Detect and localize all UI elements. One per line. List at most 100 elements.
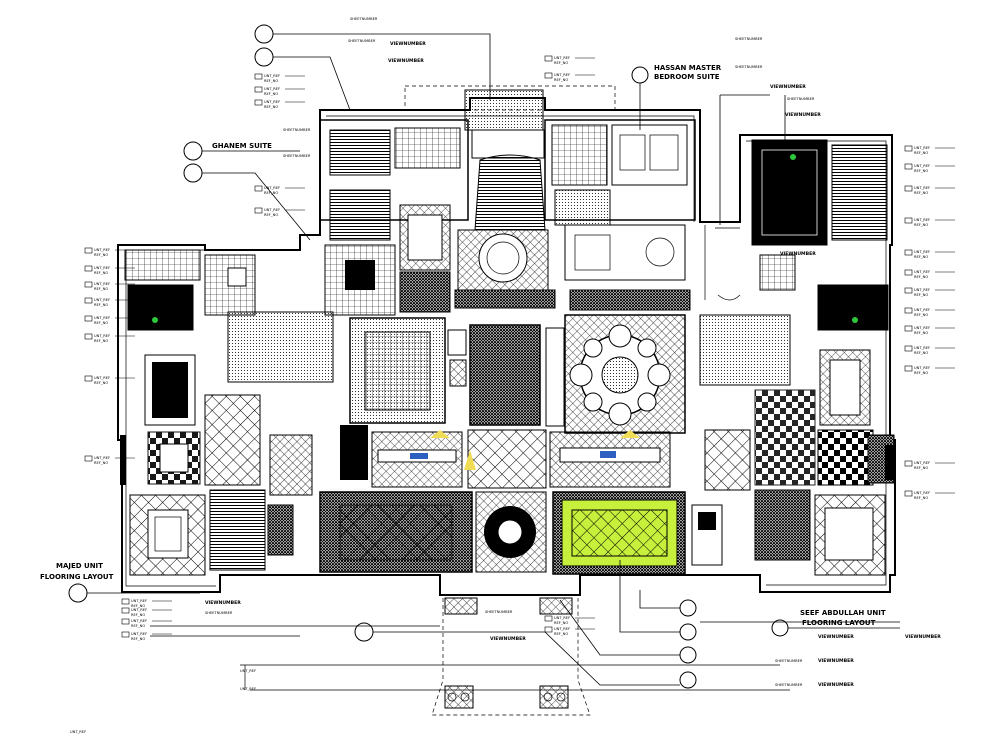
- section-bubble: [68, 583, 88, 603]
- svg-text:REF_NO: REF_NO: [914, 255, 928, 259]
- tag-stack-left-top: UNT_REFREF_NOUNT_REFREF_NOUNT_REFREF_NOU…: [84, 55, 955, 641]
- majed-unit-title: MAJED UNIT: [56, 562, 103, 570]
- majed-unit-subtitle: FLOORING LAYOUT: [40, 573, 114, 581]
- svg-text:REF_NO: REF_NO: [131, 624, 145, 628]
- svg-text:UNT_REF: UNT_REF: [914, 461, 930, 465]
- entrance-hall: [454, 89, 556, 309]
- svg-text:UNT_REF: UNT_REF: [131, 632, 147, 636]
- view-number-label: VIEWNUMBER: [785, 112, 821, 118]
- section-bubble: [679, 599, 697, 617]
- svg-text:UNT_REF: UNT_REF: [914, 288, 930, 292]
- section-bubbles: [68, 24, 900, 689]
- central-core: [319, 314, 686, 575]
- svg-text:UNT_REF: UNT_REF: [94, 316, 110, 320]
- svg-text:UNT_REF: UNT_REF: [914, 186, 930, 190]
- view-number-label: VIEWNUMBER: [205, 600, 241, 606]
- svg-text:REF_NO: REF_NO: [914, 313, 928, 317]
- svg-text:UNT_REF: UNT_REF: [914, 326, 930, 330]
- svg-text:UNT_REF: UNT_REF: [914, 146, 930, 150]
- svg-text:REF_NO: REF_NO: [94, 339, 108, 343]
- view-number-label: VIEWNUMBER: [490, 636, 526, 642]
- view-number-label: VIEWNUMBER: [905, 634, 941, 640]
- sheet-number-label: SHEETNUMBER: [348, 39, 376, 43]
- svg-text:REF_NO: REF_NO: [131, 604, 145, 608]
- svg-text:REF_NO: REF_NO: [94, 271, 108, 275]
- sheet-number-label: SHEETNUMBER: [787, 97, 815, 101]
- svg-text:UNT_REF: UNT_REF: [914, 491, 930, 495]
- section-bubble: [679, 671, 697, 689]
- sheet-number-label: SHEETNUMBER: [735, 37, 763, 41]
- svg-text:REF_NO: REF_NO: [914, 191, 928, 195]
- section-bubble: [254, 24, 274, 44]
- unit-ref-label: UNT_REF: [240, 687, 256, 691]
- svg-text:UNT_REF: UNT_REF: [914, 366, 930, 370]
- svg-text:REF_NO: REF_NO: [914, 169, 928, 173]
- entrance-forecourt: [240, 85, 790, 716]
- sheet-number-label: SHEETNUMBER: [283, 154, 311, 158]
- svg-text:REF_NO: REF_NO: [94, 253, 108, 257]
- svg-text:REF_NO: REF_NO: [554, 632, 568, 636]
- seef-abdullah-unit-area: [152, 139, 895, 576]
- svg-text:REF_NO: REF_NO: [914, 371, 928, 375]
- unit-ref-label: UNT_REF: [70, 730, 86, 734]
- svg-text:UNT_REF: UNT_REF: [94, 334, 110, 338]
- svg-text:UNT_REF: UNT_REF: [264, 74, 280, 78]
- majed-unit-area: [120, 249, 334, 576]
- view-number-label: VIEWNUMBER: [770, 84, 806, 90]
- svg-text:UNT_REF: UNT_REF: [94, 456, 110, 460]
- svg-text:REF_NO: REF_NO: [94, 381, 108, 385]
- svg-text:UNT_REF: UNT_REF: [94, 376, 110, 380]
- section-bubble: [183, 163, 203, 183]
- view-number-label: VIEWNUMBER: [780, 251, 816, 257]
- svg-text:REF_NO: REF_NO: [554, 78, 568, 82]
- svg-text:UNT_REF: UNT_REF: [94, 266, 110, 270]
- view-number-label: VIEWNUMBER: [390, 41, 426, 47]
- sheet-number-label: SHEETNUMBER: [485, 610, 513, 614]
- svg-text:REF_NO: REF_NO: [914, 223, 928, 227]
- unit-ref-label: UNT_REF: [240, 669, 256, 673]
- svg-text:REF_NO: REF_NO: [264, 213, 278, 217]
- svg-text:UNT_REF: UNT_REF: [914, 270, 930, 274]
- svg-text:REF_NO: REF_NO: [264, 92, 278, 96]
- ghanem-suite-title: GHANEM SUITE: [212, 142, 272, 150]
- sheet-number-label: SHEETNUMBER: [735, 65, 763, 69]
- sheet-number-label: SHEETNUMBER: [350, 17, 378, 21]
- svg-text:UNT_REF: UNT_REF: [554, 73, 570, 77]
- section-bubble: [679, 623, 697, 641]
- svg-text:UNT_REF: UNT_REF: [914, 308, 930, 312]
- svg-text:REF_NO: REF_NO: [131, 637, 145, 641]
- seef-unit-title: SEEF ABDULLAH UNIT: [800, 609, 886, 617]
- svg-text:REF_NO: REF_NO: [94, 303, 108, 307]
- hassan-master-suite-area: [544, 119, 741, 311]
- text-annotations: HASSAN MASTER BEDROOM SUITE GHANEM SUITE…: [40, 17, 941, 734]
- svg-text:UNT_REF: UNT_REF: [914, 250, 930, 254]
- svg-text:UNT_REF: UNT_REF: [264, 100, 280, 104]
- seef-unit-subtitle: FLOORING LAYOUT: [802, 619, 876, 627]
